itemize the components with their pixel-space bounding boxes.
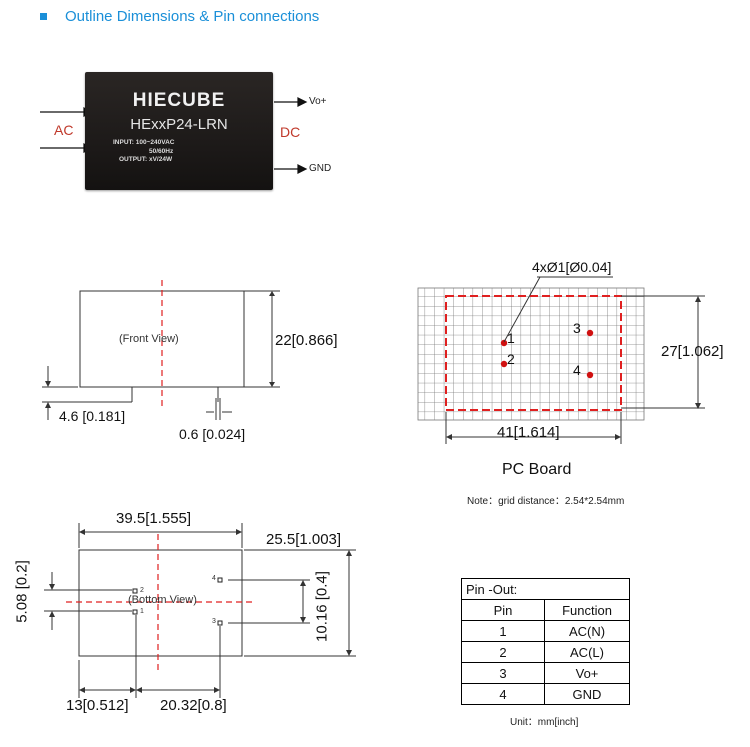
pin-offset-dim: 13[0.512] [66, 697, 129, 714]
bottom-pin4-label: 4 [212, 575, 216, 582]
pin-table: Pin -Out: Pin Function 1 AC(N) 2 AC(L) 3… [461, 578, 630, 705]
gnd-label: GND [309, 163, 332, 174]
bottom-pin2-label: 2 [140, 587, 144, 594]
pin-column-header: Pin [461, 599, 545, 621]
vo-label: Vo+ [309, 96, 327, 107]
pcb-height-dim: 27[1.062] [661, 343, 724, 360]
module-brand: HIECUBE [132, 90, 226, 111]
dc-label: DC [280, 124, 301, 140]
table-row: 3 Vo+ [461, 662, 630, 684]
ac-label: AC [54, 122, 74, 138]
bottom-width-dim: 39.5[1.555] [116, 510, 192, 527]
pin-number: 2 [461, 641, 545, 663]
pin-function: Vo+ [544, 662, 630, 684]
left-pin-spacing-dim: 5.08 [0.2] [13, 560, 31, 623]
pin-function: GND [544, 683, 630, 705]
bottom-view-drawing [44, 523, 356, 698]
module-input-spec: INPUT: 100~240VAC [113, 139, 175, 146]
pin-table-title: Pin -Out: [461, 578, 630, 600]
table-row: 2 AC(L) [461, 641, 630, 663]
pc-board-drawing [417, 276, 705, 444]
pin-table-title-row: Pin -Out: [461, 578, 630, 600]
module-photo: HIECUBE HExxP24-LRN INPUT: 100~240VAC 50… [85, 72, 273, 190]
module-freq-spec: 50/60Hz [149, 148, 174, 155]
pin-number: 1 [461, 620, 545, 642]
module-output-spec: OUTPUT: xV/24W [119, 156, 173, 163]
front-height-dim: 22[0.866] [275, 332, 338, 349]
unit-note: Unit：mm[inch] [510, 717, 579, 728]
pin-function: AC(L) [544, 641, 630, 663]
bottom-view-label: (Bottom View) [128, 594, 197, 606]
function-column-header: Function [544, 599, 630, 621]
pin-number: 4 [461, 683, 545, 705]
section-title: Outline Dimensions & Pin connections [65, 8, 320, 25]
pcb-pin4-label: 4 [573, 362, 581, 378]
pcb-pin3-label: 3 [573, 320, 581, 336]
pcb-pin1-label: 1 [507, 330, 515, 346]
table-row: 1 AC(N) [461, 620, 630, 642]
front-view-drawing [42, 280, 280, 420]
pin-number: 3 [461, 662, 545, 684]
bottom-pin3-label: 3 [212, 618, 216, 625]
hole-size-dim: 4xØ1[Ø0.04] [532, 259, 612, 275]
section-header: Outline Dimensions & Pin connections [40, 8, 319, 25]
pin-width-dim: 0.6 [0.024] [179, 426, 246, 442]
bottom-pin1-label: 1 [140, 608, 144, 615]
table-row: 4 GND [461, 683, 630, 705]
right-pin-spacing-dim: 10.16 [0.4] [313, 571, 331, 642]
bottom-depth-dim: 25.5[1.003] [266, 531, 342, 548]
front-view-label: (Front View) [119, 333, 179, 345]
pin-table-wrapper: Pin -Out: Pin Function 1 AC(N) 2 AC(L) 3… [461, 578, 630, 705]
pin-function: AC(N) [544, 620, 630, 642]
pin-length-dim: 4.6 [0.181] [59, 408, 126, 424]
pcb-width-dim: 41[1.614] [497, 424, 560, 441]
pin-pitch-dim: 20.32[0.8] [160, 697, 227, 714]
grid-note: Note：grid distance：2.54*2.54mm [467, 496, 625, 507]
pcb-title: PC Board [502, 461, 572, 478]
pin-table-header-row: Pin Function [461, 599, 630, 621]
pcb-pin2-label: 2 [507, 351, 515, 367]
bullet-square-icon [40, 13, 47, 20]
module-model: HExxP24-LRN [130, 116, 228, 133]
